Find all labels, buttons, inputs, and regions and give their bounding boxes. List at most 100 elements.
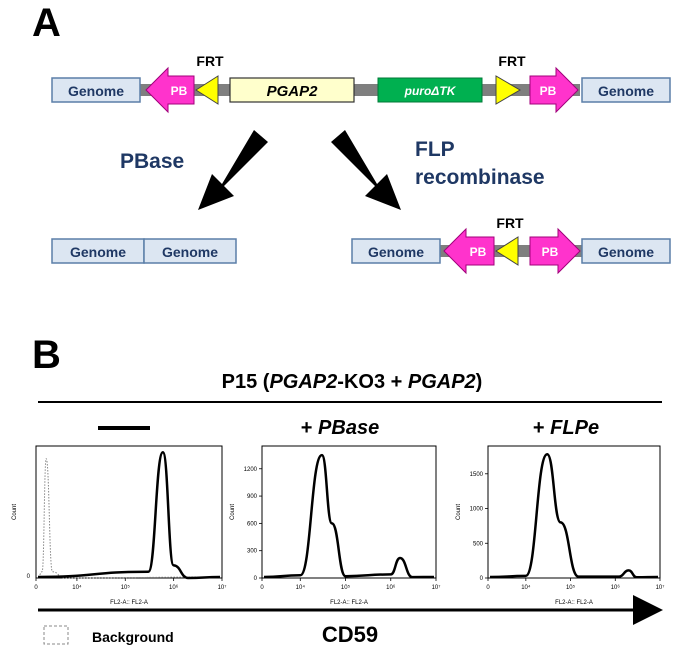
condition-3-name: FLPe (550, 417, 599, 439)
histogram-1-x-ticks: 0 10⁴ 10⁵ 10⁶ 10⁷ (34, 578, 226, 591)
title-gene2: PGAP2 (408, 371, 476, 393)
condition-2-name: PBase (318, 417, 379, 439)
histogram-2-y-label: Count (230, 504, 236, 520)
result-frt-triangle (495, 236, 519, 266)
histogram-1-x-label: FL2-A:: FL2-A (110, 600, 148, 606)
y-tick-label: 300 (247, 549, 258, 555)
panel-a-label: A (32, 1, 61, 45)
result-genome-b-box (143, 238, 237, 264)
result-flp: Genome PB FRT PB Genome (351, 215, 671, 275)
frt-left-label: FRT (196, 53, 224, 69)
x-tick-label: 10⁴ (72, 584, 82, 591)
pb-left-arrow (145, 66, 195, 114)
pbase-label: PBase (120, 150, 184, 173)
histogram-3-y-ticks: 0 500 1000 1500 (470, 472, 488, 582)
histogram-1-background-curve (37, 458, 221, 579)
y-tick-label: 900 (247, 494, 258, 500)
histogram-1-y-label: Count (12, 504, 18, 520)
x-tick-label: 10⁷ (656, 584, 665, 591)
result-genome-right-label: Genome (598, 244, 654, 260)
flp-label-line2: recombinase (415, 166, 545, 189)
histogram-3-curve (489, 453, 659, 579)
frt-right-label: FRT (498, 53, 526, 69)
result-pb-right-label: PB (542, 245, 559, 259)
title-gene1: PGAP2 (269, 371, 337, 393)
condition-3-prefix: + (533, 417, 550, 439)
legend-background-swatch (43, 625, 69, 645)
pb-left-label: PB (171, 84, 188, 98)
condition-2-prefix: + (301, 417, 318, 439)
histogram-3-frame (487, 445, 661, 579)
puro-label: puroΔTK (404, 84, 457, 98)
x-tick-label: 10⁶ (169, 584, 179, 591)
x-tick-label: 10⁶ (386, 584, 396, 591)
pgap2-box (229, 77, 355, 103)
result-pb-right-arrow (529, 227, 581, 275)
title-suffix: ) (476, 371, 483, 393)
y-tick-label: 1000 (470, 507, 484, 513)
genome-left-box (51, 77, 141, 103)
result-pb-left-label: PB (470, 245, 487, 259)
condition-3-label: + FLPe (533, 417, 599, 439)
pb-right-arrow (529, 66, 579, 114)
pb-right-label: PB (540, 84, 557, 98)
x-tick-label: 10⁵ (341, 584, 351, 591)
histogram-2-curve (263, 453, 435, 579)
y-tick-label: 0 (254, 576, 258, 582)
panel-b-label: B (32, 333, 61, 377)
legend-background-label: Background (92, 629, 174, 645)
y-tick-label: 1200 (244, 467, 258, 473)
x-tick-label: 10⁴ (296, 584, 306, 591)
x-tick-label: 10⁷ (432, 584, 441, 591)
x-tick-label: 10⁵ (121, 584, 131, 591)
x-tick-label: 0 (34, 585, 38, 591)
puro-box (377, 77, 483, 103)
pbase-arrow (198, 130, 268, 210)
result-pbase: Genome Genome (51, 238, 237, 264)
y-tick-label: 0 (480, 576, 484, 582)
frt-right-triangle (495, 75, 521, 105)
condition-2-label: + PBase (301, 417, 379, 439)
pgap2-label: PGAP2 (267, 83, 319, 100)
flp-label-line1: FLP (415, 138, 455, 161)
histogram-2-frame (261, 445, 437, 579)
title-prefix: P15 ( (222, 371, 270, 393)
cd59-label: CD59 (322, 622, 378, 647)
panel-b-title: P15 (PGAP2-KO3 + PGAP2) (222, 371, 483, 393)
flp-arrow (331, 130, 401, 210)
x-tick-label: 10⁷ (218, 584, 227, 591)
result-genome-right-box (581, 238, 671, 264)
result-genome-left-box (351, 238, 441, 264)
histogram-3-x-label: FL2-A:: FL2-A (555, 600, 593, 606)
result-genome-a-label: Genome (70, 244, 126, 260)
construct: Genome PB FRT PGAP2 puroΔTK FRT PB Genom… (51, 53, 671, 114)
y-tick-label: 600 (247, 521, 258, 527)
result-pb-left-arrow (443, 227, 495, 275)
x-tick-label: 0 (260, 585, 264, 591)
histogram-3-x-ticks: 0 10⁴ 10⁵ 10⁶ 10⁷ (486, 578, 664, 591)
y-tick-label: 1500 (470, 472, 484, 478)
result-genome-a-box (51, 238, 145, 264)
x-tick-label: 0 (486, 585, 490, 591)
histogram-2-y-ticks: 0 300 600 900 1200 (244, 467, 262, 582)
histogram-1-y-zero: 0 (27, 574, 31, 580)
result-genome-b-label: Genome (162, 244, 218, 260)
genome-left-label: Genome (68, 83, 124, 99)
histogram-2-x-ticks: 0 10⁴ 10⁵ 10⁶ 10⁷ (260, 578, 440, 591)
title-mid: -KO3 + (337, 371, 408, 393)
result-genome-left-label: Genome (368, 244, 424, 260)
x-tick-label: 10⁶ (611, 584, 621, 591)
histogram-1-signal-curve (37, 451, 221, 580)
result-frt-label: FRT (496, 215, 524, 231)
histogram-1-frame (35, 445, 223, 579)
histogram-3-y-label: Count (456, 504, 462, 520)
y-tick-label: 500 (473, 541, 484, 547)
genome-right-label: Genome (598, 83, 654, 99)
x-tick-label: 10⁴ (521, 584, 531, 591)
x-tick-label: 10⁵ (566, 584, 576, 591)
frt-left-triangle (195, 75, 219, 105)
